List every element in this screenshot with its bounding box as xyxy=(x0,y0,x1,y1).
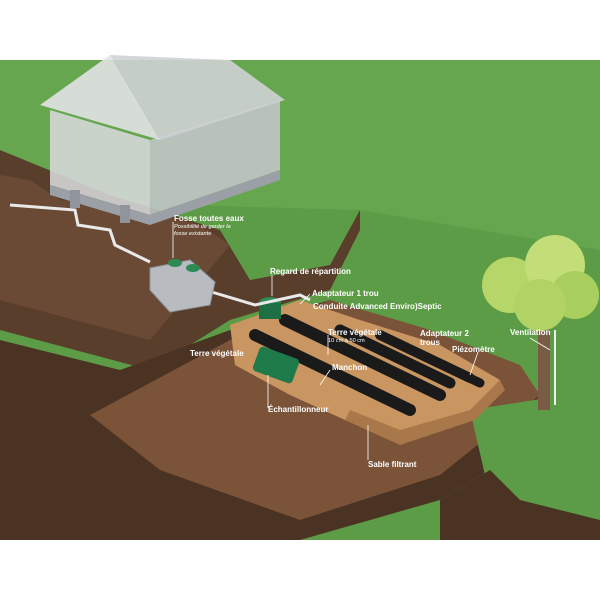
label-regard: Regard de répartition xyxy=(270,267,351,276)
right-soil-edge xyxy=(440,470,600,540)
house-wall-front xyxy=(50,110,150,215)
label-conduite: Conduite Advanced Enviro)Septic xyxy=(313,302,442,311)
leader-piezometre xyxy=(469,351,479,376)
house-pillar-2 xyxy=(120,205,130,223)
septic-tank-lid-2 xyxy=(186,264,200,272)
house-pillar-1 xyxy=(70,190,80,208)
sampler-green-block xyxy=(252,346,300,384)
label-terre-vegetale-depth: 10 cm à 50 cm xyxy=(328,338,365,344)
house-foundation xyxy=(50,170,280,225)
sand-bed xyxy=(230,300,500,440)
house-roof-right xyxy=(110,55,285,140)
label-fosse-note-2: fosse existante xyxy=(174,231,212,237)
label-fosse: Fosse toutes eaux xyxy=(174,214,244,223)
label-terre-vegetale-top: Terre végétale xyxy=(328,328,382,337)
label-ventilation: Ventilation xyxy=(510,328,551,337)
label-adaptateur1: Adaptateur 1 trou xyxy=(312,289,379,298)
house-wall-side xyxy=(150,100,280,215)
label-fosse-note-1: Possibilité de garder la xyxy=(174,224,231,230)
leader-ventilation xyxy=(529,337,551,351)
pipe-2 xyxy=(279,314,446,401)
label-sable: Sable filtrant xyxy=(368,460,417,469)
feed-pipe xyxy=(204,288,311,307)
pipe-5 xyxy=(395,340,485,388)
tree-trunk xyxy=(538,320,550,410)
house-drain-pipe xyxy=(9,203,151,264)
septic-tank-lid-1 xyxy=(168,259,182,267)
label-manchon: Manchon xyxy=(332,363,368,372)
label-piezometre: Piézomètre xyxy=(452,345,495,354)
label-echantillonneur: Échantillonneur xyxy=(268,405,329,414)
leader-adaptateur1 xyxy=(299,293,311,305)
sand-bed-edge xyxy=(345,380,505,445)
house-roof-left xyxy=(40,55,160,140)
label-adaptateur2-line1: Adaptateur 2 xyxy=(420,329,469,338)
label-adaptateur2-line2: trous xyxy=(420,338,440,347)
septic-tank xyxy=(149,259,216,313)
leader-manchon xyxy=(319,369,331,386)
pipe-3 xyxy=(334,324,456,389)
label-terre-vegetale-left: Terre végétale xyxy=(190,349,244,358)
pipe-1 xyxy=(249,329,416,416)
tree-foliage-4 xyxy=(514,279,566,331)
distribution-box-body xyxy=(259,303,281,319)
leader-lines xyxy=(172,222,551,460)
